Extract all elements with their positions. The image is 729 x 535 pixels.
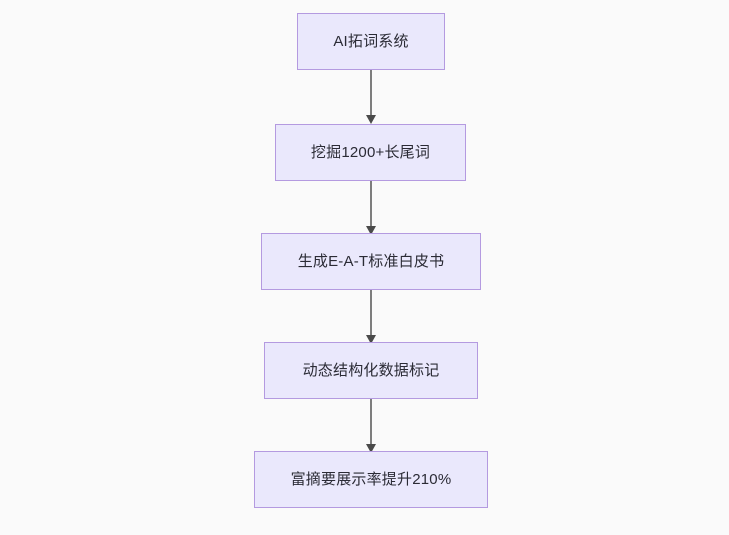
flowchart-edge-3-4-arrowhead [365, 335, 376, 344]
flowchart-edge-2-3-arrowhead [365, 226, 376, 235]
flowchart-node-5[interactable]: 富摘要展示率提升210% [254, 451, 488, 508]
flowchart-node-4-label: 动态结构化数据标记 [302, 362, 440, 379]
flowchart-edge-3-4-line [370, 290, 372, 337]
flowchart-node-5-label: 富摘要展示率提升210% [290, 471, 452, 488]
flowchart-node-1[interactable]: AI拓词系统 [297, 13, 445, 70]
flowchart-edge-1-2-line [370, 70, 372, 117]
flowchart-edge-4-5-arrowhead [365, 444, 376, 453]
flowchart-node-2-label: 挖掘1200+长尾词 [310, 144, 431, 161]
flowchart-edge-2-3-line [370, 181, 372, 228]
flowchart-node-3-label: 生成E-A-T标准白皮书 [297, 253, 445, 270]
flowchart-node-4[interactable]: 动态结构化数据标记 [264, 342, 478, 399]
flowchart-edge-4-5-line [370, 399, 372, 446]
flowchart-edge-1-2-arrowhead [365, 115, 376, 124]
flowchart-node-2[interactable]: 挖掘1200+长尾词 [275, 124, 466, 181]
flowchart-node-3[interactable]: 生成E-A-T标准白皮书 [261, 233, 481, 290]
flowchart-node-1-label: AI拓词系统 [333, 33, 409, 50]
